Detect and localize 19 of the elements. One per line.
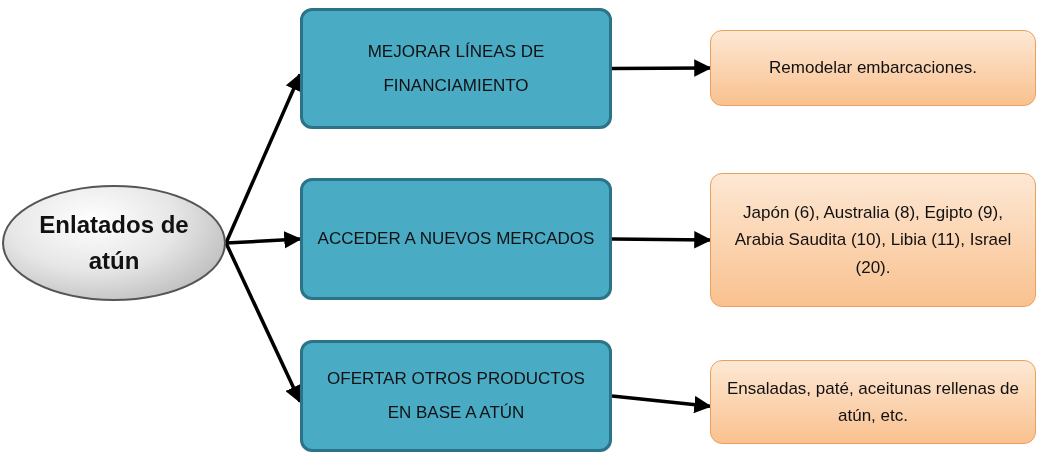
- detail-box: [710, 30, 1036, 106]
- arrow: [612, 59, 712, 77]
- node-label: OFERTAR OTROS PRODUCTOS EN BASE A ATÚN: [326, 368, 586, 424]
- arrow: [611, 394, 712, 414]
- strategy-box: [300, 340, 612, 452]
- node-label: Enlatados de atún: [38, 210, 190, 276]
- strategy-box: [300, 8, 612, 129]
- arrow: [612, 231, 712, 249]
- node-label: Ensaladas, paté, aceitunas rellenas de atún, etc.: [726, 377, 1020, 427]
- detail-box: [710, 173, 1036, 307]
- arrow: [225, 231, 302, 249]
- node-label: Japón (6), Australia (8), Egipto (9), Arabia Saudita (10), Libia (11), Israel (20).: [733, 202, 1013, 279]
- node-label: ACCEDER A NUEVOS MERCADOS: [316, 228, 596, 250]
- strategy-box: [300, 178, 612, 300]
- arrow: [224, 72, 302, 244]
- arrow: [224, 242, 302, 404]
- node-label: MEJORAR LÍNEAS DE FINANCIAMIENTO: [366, 40, 546, 97]
- detail-box: [710, 360, 1036, 444]
- node-label: Remodelar embarcaciones.: [768, 57, 978, 80]
